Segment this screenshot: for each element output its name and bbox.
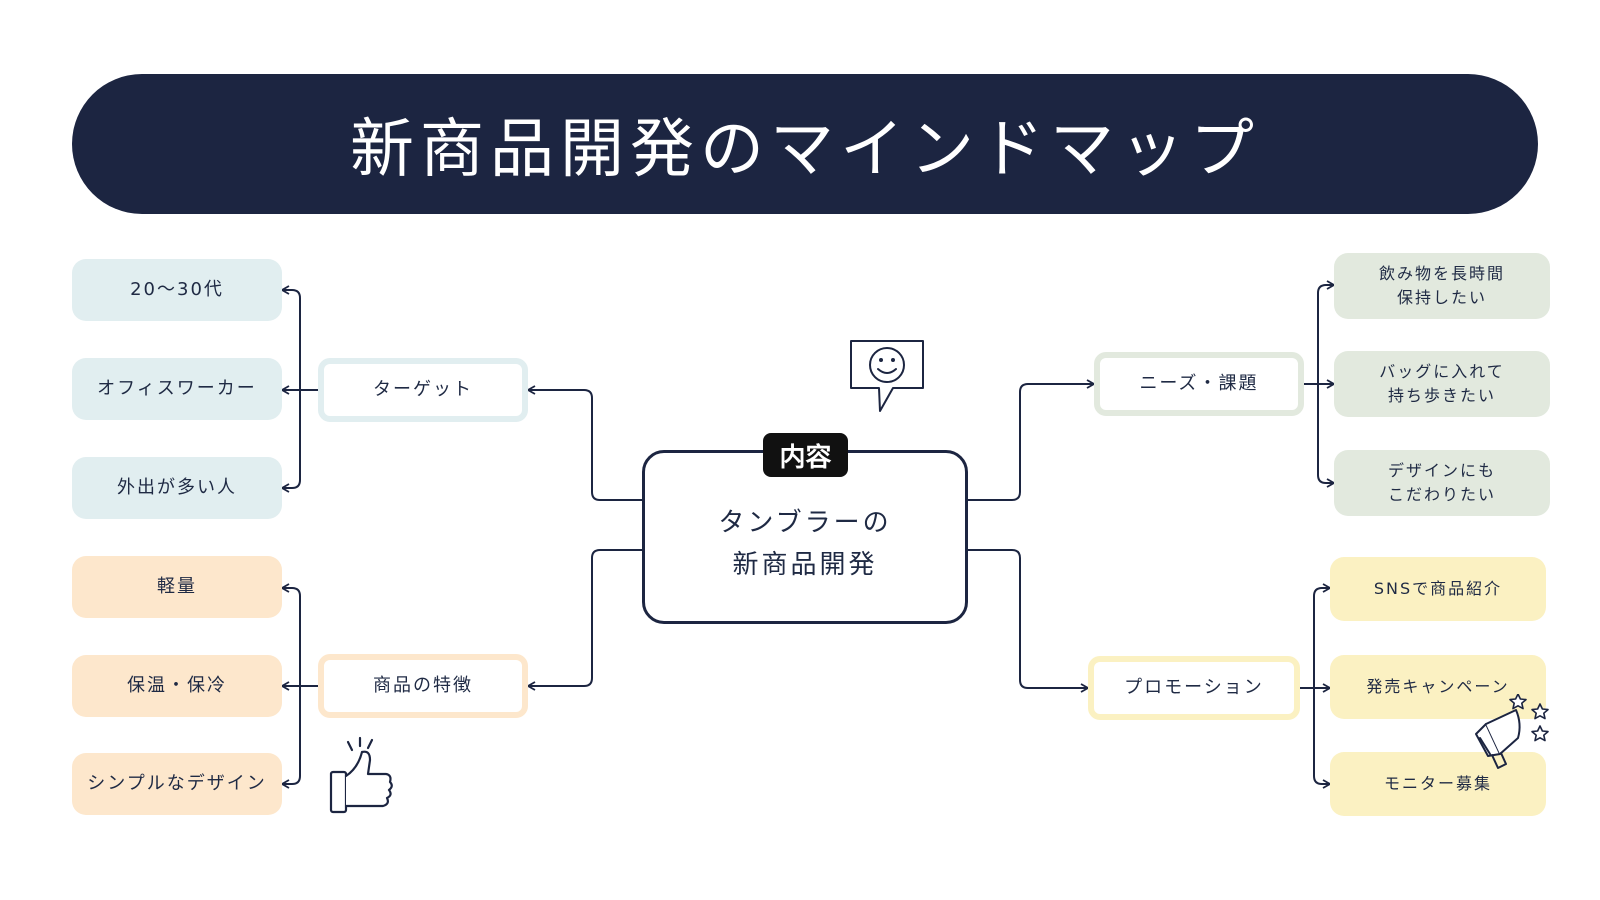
needs-item-line: 持ち歩きたい [1387, 386, 1496, 405]
center-node: タンブラーの 新商品開発 [642, 450, 968, 624]
feature-item-insulation: 保温・保冷 [72, 655, 282, 717]
needs-item-line: デザインにも [1387, 461, 1496, 480]
megaphone-icon [1475, 694, 1549, 769]
needs-item-line: こだわりたい [1387, 485, 1496, 504]
branch-features: 商品の特徴 [318, 654, 528, 718]
center-text-line1: タンブラーの [718, 508, 892, 538]
target-item-age: 20〜30代 [72, 259, 282, 321]
branch-promotion: プロモーション [1088, 656, 1300, 720]
page-title: 新商品開発のマインドマップ [350, 113, 1260, 187]
promotion-item-sns: SNSで商品紹介 [1330, 557, 1546, 621]
target-item-office-worker: オフィスワーカー [72, 358, 282, 420]
needs-item-design: デザインにも こだわりたい [1334, 450, 1550, 516]
needs-item-keep-drinks: 飲み物を長時間 保持したい [1334, 253, 1550, 319]
needs-item-line: 飲み物を長時間 [1378, 264, 1505, 283]
center-text-line2: 新商品開発 [732, 550, 878, 580]
center-label-badge: 内容 [763, 433, 848, 477]
thumbs-up-icon [329, 736, 393, 814]
target-item-outgoing-people: 外出が多い人 [72, 457, 282, 519]
promotion-item-campaign: 発売キャンペーン [1330, 655, 1546, 719]
branch-needs: ニーズ・課題 [1094, 352, 1304, 416]
needs-item-line: 保持したい [1396, 288, 1487, 307]
needs-item-portable: バッグに入れて 持ち歩きたい [1334, 351, 1550, 417]
title-banner: 新商品開発のマインドマップ [72, 74, 1538, 214]
feature-item-simple-design: シンプルなデザイン [72, 753, 282, 815]
promotion-item-monitor: モニター募集 [1330, 752, 1546, 816]
smiley-speech-bubble-icon [850, 340, 924, 412]
needs-item-line: バッグに入れて [1379, 362, 1505, 381]
feature-item-lightweight: 軽量 [72, 556, 282, 618]
branch-target: ターゲット [318, 358, 528, 422]
